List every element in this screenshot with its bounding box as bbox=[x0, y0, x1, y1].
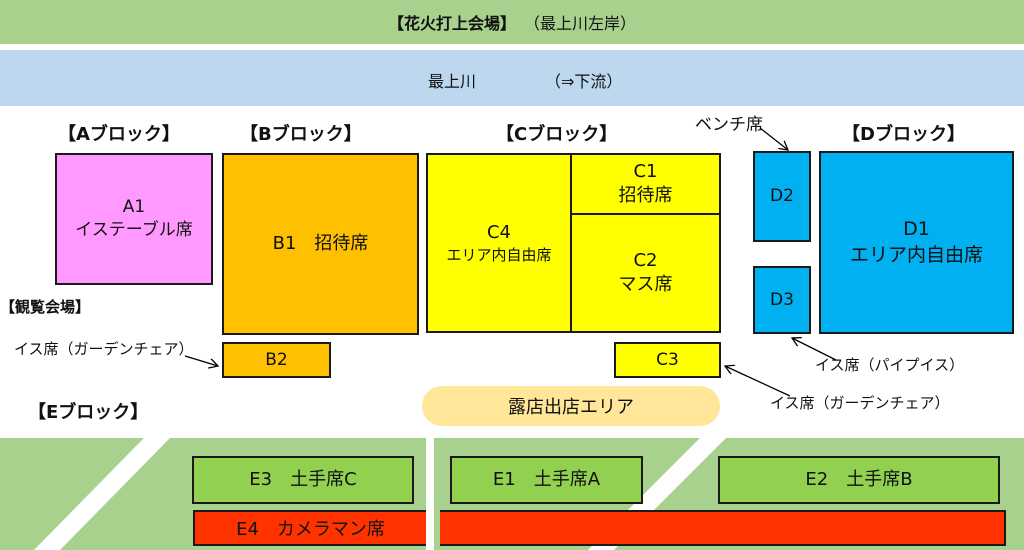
seat-e3-text: E3 土手席C bbox=[249, 468, 357, 490]
bench-seat-label: ベンチ席 bbox=[695, 115, 763, 135]
block-d-label: 【Dブロック】 bbox=[842, 124, 965, 145]
seat-e4-right bbox=[440, 510, 1006, 546]
seat-e1: E1 土手席A bbox=[450, 456, 643, 504]
seat-b2-code: B2 bbox=[265, 349, 288, 370]
seat-a1-name: イステーブル席 bbox=[75, 220, 193, 240]
seat-d3: D3 bbox=[753, 266, 811, 334]
seat-c4-name: エリア内自由席 bbox=[446, 246, 552, 265]
seat-d2-code: D2 bbox=[770, 186, 794, 207]
seat-e4-text: E4 カメラマン席 bbox=[236, 519, 385, 540]
seat-a1: A1 イステーブル席 bbox=[55, 153, 213, 285]
launch-site-band: 【花火打上会場】 （最上川左岸） bbox=[0, 0, 1024, 44]
garden-chair-right-arrow bbox=[725, 366, 791, 397]
seat-e2: E2 土手席B bbox=[718, 456, 1000, 504]
seat-c1-code: C1 bbox=[633, 160, 658, 182]
seat-a1-code: A1 bbox=[122, 197, 146, 218]
river-name: 最上川 bbox=[428, 72, 477, 91]
seat-d3-code: D3 bbox=[770, 289, 794, 310]
stall-area-text: 露店出店エリア bbox=[508, 397, 634, 418]
garden-chair-right-label: イス席（ガーデンチェア） bbox=[770, 394, 950, 412]
launch-site-title: 【花火打上会場】 bbox=[387, 14, 516, 33]
seat-c4: C4 エリア内自由席 bbox=[426, 153, 572, 333]
seat-b2: B2 bbox=[222, 342, 331, 378]
seat-d2: D2 bbox=[753, 151, 811, 242]
viewing-area-label: 【観覧会場】 bbox=[0, 298, 91, 316]
seat-e1-text: E1 土手席A bbox=[492, 468, 601, 490]
block-a-label: 【Aブロック】 bbox=[58, 124, 180, 145]
seat-c2: C2 マス席 bbox=[570, 213, 721, 333]
seat-e2-text: E2 土手席B bbox=[805, 468, 913, 490]
seat-c2-code: C2 bbox=[633, 249, 658, 271]
seat-b1: B1 招待席 bbox=[222, 153, 419, 335]
seat-c4-code: C4 bbox=[486, 221, 512, 243]
embankment-divider-1 bbox=[34, 438, 170, 550]
river-band: 最上川 （⇒下流） bbox=[0, 50, 1024, 106]
block-b-label: 【Bブロック】 bbox=[240, 124, 362, 145]
seat-d1-code: D1 bbox=[903, 217, 930, 240]
pipe-chair-arrow bbox=[792, 338, 837, 361]
stall-area: 露店出店エリア bbox=[422, 386, 720, 426]
seat-b1-text: B1 招待席 bbox=[272, 232, 369, 254]
seat-c3: C3 bbox=[614, 342, 721, 378]
seat-c3-code: C3 bbox=[656, 349, 679, 370]
seat-d1: D1 エリア内自由席 bbox=[819, 151, 1014, 334]
seat-c1-name: 招待席 bbox=[618, 185, 673, 206]
seat-c2-name: マス席 bbox=[618, 274, 673, 295]
garden-chair-left-arrow bbox=[184, 355, 218, 366]
garden-chair-left-label: イス席（ガーデンチェア） bbox=[14, 340, 194, 358]
block-c-label: 【Cブロック】 bbox=[496, 124, 618, 145]
seat-d1-name: エリア内自由席 bbox=[849, 243, 983, 266]
bench-arrow bbox=[759, 127, 788, 150]
river-direction: （⇒下流） bbox=[545, 72, 623, 91]
pipe-chair-label: イス席（パイプイス） bbox=[815, 356, 965, 374]
seat-e4-left: E4 カメラマン席 bbox=[193, 510, 426, 546]
seat-e3: E3 土手席C bbox=[192, 456, 414, 504]
block-e-label: 【Eブロック】 bbox=[28, 402, 149, 423]
launch-site-subtitle: （最上川左岸） bbox=[524, 14, 637, 33]
